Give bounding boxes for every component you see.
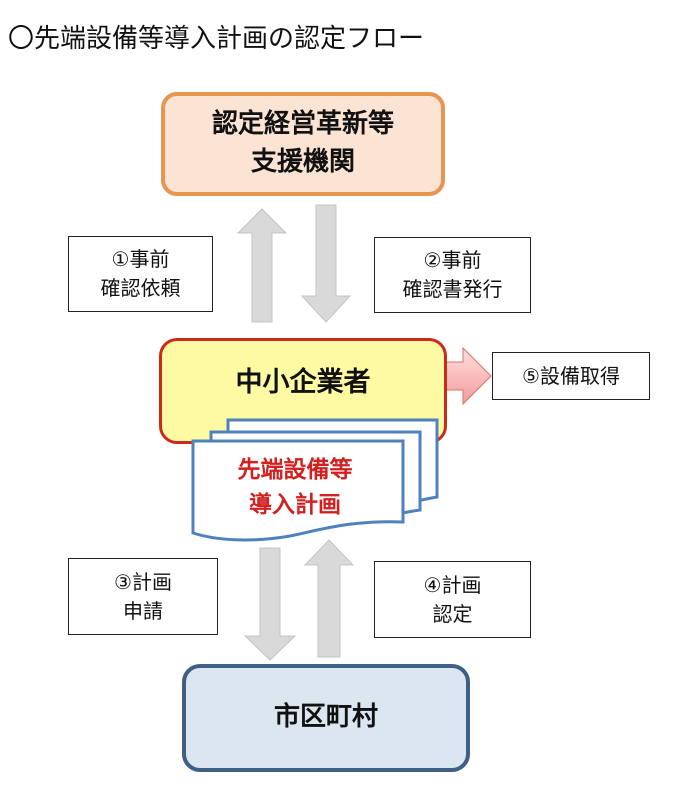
arrow-up-step1: [236, 208, 288, 323]
municipality-label: 市区町村: [273, 702, 378, 733]
step-3-title: ③計画: [114, 569, 172, 594]
sme-label: 中小企業者: [235, 367, 371, 399]
step-5-title: ⑤設備取得: [522, 363, 620, 388]
step-3-label: ③計画 申請: [68, 558, 218, 635]
plan-document-line2: 導入計画: [249, 491, 341, 518]
step-4-title: ④計画: [423, 572, 482, 597]
step-1-desc: 確認依頼: [100, 276, 181, 300]
page-title: 〇先端設備等導入計画の認定フロー: [8, 24, 425, 54]
step-2-title: ②事前: [423, 248, 482, 272]
support-org-line2: 支援機関: [250, 147, 355, 177]
step-1-label: ①事前 確認依頼: [68, 236, 213, 312]
step-2-desc: 確認書発行: [402, 277, 503, 301]
plan-document-line1: 先端設備等: [237, 457, 353, 483]
node-support-org: 認定経営革新等 支援機関: [161, 92, 445, 196]
step-3-desc: 申請: [123, 598, 163, 623]
arrow-up-step4: [303, 539, 355, 658]
document-page-front: [191, 439, 405, 542]
arrow-down-step3: [243, 547, 297, 661]
arrow-down-step2: [300, 204, 352, 323]
plan-document-label: 先端設備等 導入計画: [195, 453, 395, 522]
step-5-label: ⑤設備取得: [492, 352, 650, 400]
step-1-title: ①事前: [111, 247, 170, 271]
support-org-line1: 認定経営革新等: [211, 109, 394, 140]
node-municipality: 市区町村: [182, 664, 470, 772]
step-4-label: ④計画 認定: [374, 561, 531, 638]
step-4-desc: 認定: [432, 601, 473, 626]
step-2-label: ②事前 確認書発行: [374, 237, 531, 313]
